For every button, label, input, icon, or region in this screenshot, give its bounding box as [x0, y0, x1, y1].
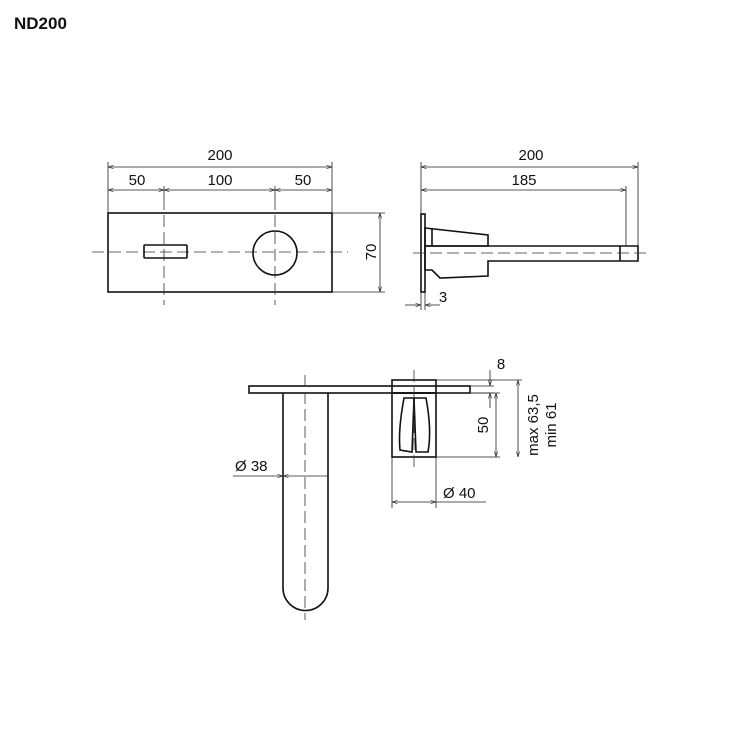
dim-label-handle-diameter: Ø 40: [443, 485, 476, 502]
lever-slot: [143, 244, 188, 259]
section-plate: [248, 385, 471, 394]
dim-label-overall-width: 200: [207, 147, 232, 164]
dim-label-center-spacing: 100: [207, 172, 232, 189]
dim-label-right-spacing: 50: [295, 172, 312, 189]
dim-label-depth-min: min 61: [543, 402, 560, 447]
dim-label-left-spacing: 50: [129, 172, 146, 189]
side-spout: [424, 245, 639, 279]
section-view: Ø 38 Ø 40 50 8 max 63,5 min 61: [233, 356, 560, 620]
spout-circle: [252, 230, 298, 276]
wall-plate-outline: [107, 212, 333, 293]
side-handle-body: [424, 227, 489, 247]
dim-label-depth-max: max 63,5: [525, 394, 542, 456]
dim-label-top-offset: 8: [497, 356, 505, 373]
dim-label-spout-diameter: Ø 38: [235, 458, 268, 475]
side-dim-label-overall: 200: [518, 147, 543, 164]
front-view: 200 50 100 50 70: [92, 147, 385, 305]
drawing-title: ND200: [14, 14, 67, 33]
dim-label-handle-height: 50: [475, 417, 492, 434]
side-dim-label-spout: 185: [511, 172, 536, 189]
dim-label-height: 70: [363, 244, 380, 261]
side-view: 200 185 3: [405, 147, 650, 310]
section-spout: [282, 393, 329, 612]
side-dim-label-thickness: 3: [439, 289, 447, 306]
